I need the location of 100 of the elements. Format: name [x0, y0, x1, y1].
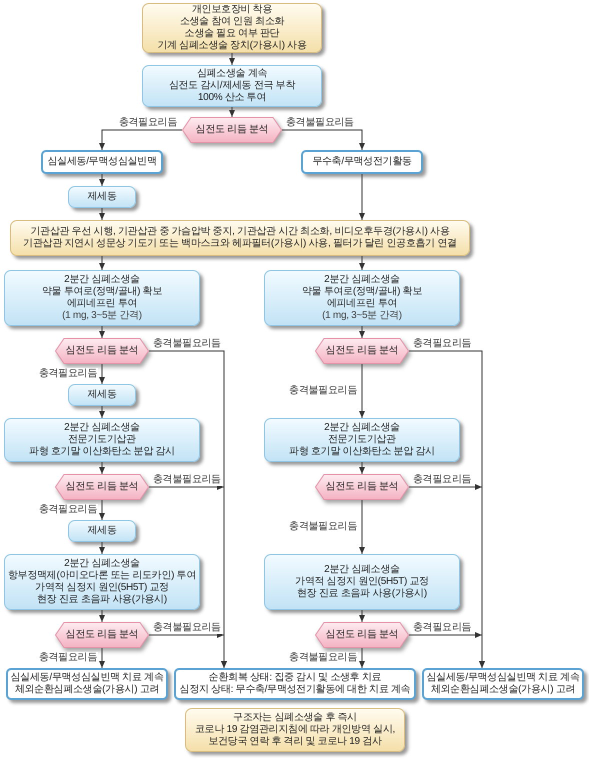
- box-text: 2분간 심폐소생술: [64, 422, 140, 434]
- process-box: [68, 384, 136, 406]
- edge-label: 충격필요리듬: [38, 652, 98, 664]
- box-text: 기관삽관 우선 시행, 기관삽관 중 가슴압박 중지, 기관삽관 시간 최소화, 비디오후두경(가용시) 사용: [30, 226, 450, 238]
- box-text: 100% 산소 투여: [198, 92, 266, 104]
- decision-hexagon: [55, 338, 149, 364]
- process-box: [4, 270, 200, 326]
- box-text: 제세동: [87, 525, 117, 537]
- box-text: 에피네프린 투여: [66, 298, 138, 310]
- result-box: [301, 150, 423, 174]
- flow-arrow: [408, 632, 485, 668]
- box-text: 구조자는 심폐소생술 후 즉시: [233, 712, 357, 724]
- flow-arrow: [99, 500, 105, 520]
- box-text: 무수축/무맥성전기활동: [312, 156, 412, 168]
- box-text: 2분간 심폐소생술: [64, 274, 140, 286]
- edge-label: 충격필요리듬: [412, 474, 472, 486]
- edge-label: 충격불필요리듬: [152, 622, 222, 634]
- flow-arrow: [229, 52, 235, 66]
- flow-arrow: [359, 174, 365, 220]
- box-text: 코로나 19 감염관리지침에 따라 개인방역 실시,: [195, 724, 395, 736]
- box-text: 전문기도기삽관: [68, 434, 136, 446]
- flow-arrow: [99, 130, 182, 150]
- flow-arrow: [359, 610, 365, 622]
- edge-label: 충격불필요리듬: [288, 652, 358, 664]
- box-text: 심전도 감시/제세동 전극 부착: [168, 80, 296, 92]
- box-text: 2분간 심폐소생술: [324, 274, 400, 286]
- process-box: [4, 554, 200, 610]
- edge-label: 충격불필요리듬: [285, 117, 355, 129]
- box-text: 개인보호장비 착용: [192, 4, 272, 16]
- box-text: 파형 호기말 이산화탄소 분압 감시: [29, 446, 175, 458]
- decision-hexagon: [182, 117, 282, 143]
- result-box: [41, 150, 163, 174]
- box-text: 파형 호기말 이산화탄소 분압 감시: [289, 446, 435, 458]
- flow-arrow: [99, 208, 105, 220]
- flow-arrow: [359, 462, 365, 474]
- box-text: (1 mg, 3~5분 간격): [62, 310, 142, 322]
- box-text: 심전도 리듬 분석: [326, 345, 398, 357]
- box-text: 소생술 참여 인원 최소화: [180, 16, 284, 28]
- box-text: 심폐소생술 계속: [196, 68, 268, 80]
- box-text: 심실세동/무맥성심실빈맥 치료 계속: [426, 672, 580, 684]
- edge-label: 충격불필요리듬: [152, 338, 222, 350]
- box-text: (1 mg, 3~5분 간격): [322, 310, 402, 322]
- box-text: 2분간 심폐소생술: [324, 564, 400, 576]
- process-box: [4, 418, 200, 462]
- edge-label: 충격필요리듬: [412, 622, 472, 634]
- flow-arrow: [229, 106, 235, 118]
- box-text: 현장 진료 초음파 사용(가용시): [37, 594, 167, 606]
- flow-arrow: [99, 256, 105, 270]
- result-box: [6, 668, 168, 700]
- flow-arrow: [99, 648, 105, 668]
- box-text: 심정지 상태: 무수축/무맥성전기활동에 대한 치료 계속: [180, 684, 410, 696]
- box-text: 보건당국 연락 후 격리 및 코로나 19 검사: [208, 736, 382, 748]
- box-text: 심실세동/무맥성심실빈맥 치료 계속: [10, 672, 164, 684]
- flow-arrow: [359, 500, 365, 554]
- edge-label: 충격불필요리듬: [288, 521, 358, 533]
- edge-label: 충격불필요리듬: [288, 385, 358, 397]
- box-text: 체외순환심폐소생술(가용시) 고려: [430, 684, 576, 696]
- flow-arrow: [359, 648, 365, 668]
- box-text: 약물 투여로(정맥/골내) 확보: [42, 286, 162, 298]
- note-box: [142, 3, 322, 53]
- edge-label: 충격필요리듬: [412, 338, 472, 350]
- box-text: 심실세동/무맥성심실빈맥: [47, 156, 157, 168]
- flow-arrow: [359, 326, 365, 338]
- result-box: [422, 668, 584, 700]
- flow-arrow: [99, 462, 105, 474]
- box-text: 기관삽관 지연시 성문상 기도기 또는 백마스크와 헤파필터(가용시) 사용, 필터가 달린 인공호흡기 연결: [23, 238, 457, 250]
- process-box: [264, 554, 460, 610]
- flow-arrow: [99, 326, 105, 338]
- flow-arrow: [99, 542, 105, 554]
- note-box: [185, 708, 405, 752]
- note-box: [10, 220, 470, 256]
- flow-arrow: [99, 406, 105, 418]
- box-text: 가역적 심정지 원인(5H5T) 교정: [35, 582, 169, 594]
- edge-label: 충격필요리듬: [38, 504, 98, 516]
- flow-arrow: [99, 610, 105, 622]
- box-text: 가역적 심정지 원인(5H5T) 교정: [295, 576, 429, 588]
- flow-arrow: [282, 130, 365, 150]
- box-text: 약물 투여로(정맥/골내) 확보: [302, 286, 422, 298]
- decision-hexagon: [55, 622, 149, 648]
- box-text: 2분간 심폐소생술: [64, 558, 140, 570]
- box-text: 심전도 리듬 분석: [326, 629, 398, 641]
- box-text: 순환회복 상태: 집중 감시 및 소생후 치료: [208, 672, 382, 684]
- box-text: 제세동: [87, 389, 117, 401]
- flow-arrow: [99, 174, 105, 186]
- box-text: 체외순환심폐소생술(가용시) 고려: [14, 684, 160, 696]
- process-box: [264, 418, 460, 462]
- box-text: 심전도 리듬 분석: [66, 345, 138, 357]
- decision-hexagon: [315, 338, 409, 364]
- edge-label: 충격필요리듬: [38, 368, 98, 380]
- decision-hexagon: [315, 622, 409, 648]
- process-box: [264, 270, 460, 326]
- box-text: 2분간 심폐소생술: [324, 422, 400, 434]
- flow-arrow: [359, 256, 365, 270]
- edge-label: 충격불필요리듬: [152, 474, 222, 486]
- box-text: 소생술 필요 여부 판단: [184, 28, 280, 40]
- box-text: 제세동: [87, 191, 117, 203]
- box-text: 심전도 리듬 분석: [326, 481, 398, 493]
- box-text: 현장 진료 초음파 사용(가용시): [297, 588, 427, 600]
- box-text: 심전도 리듬 분석: [66, 629, 138, 641]
- box-text: 항부정맥제(아미오다론 또는 리도카인) 투여: [8, 570, 196, 582]
